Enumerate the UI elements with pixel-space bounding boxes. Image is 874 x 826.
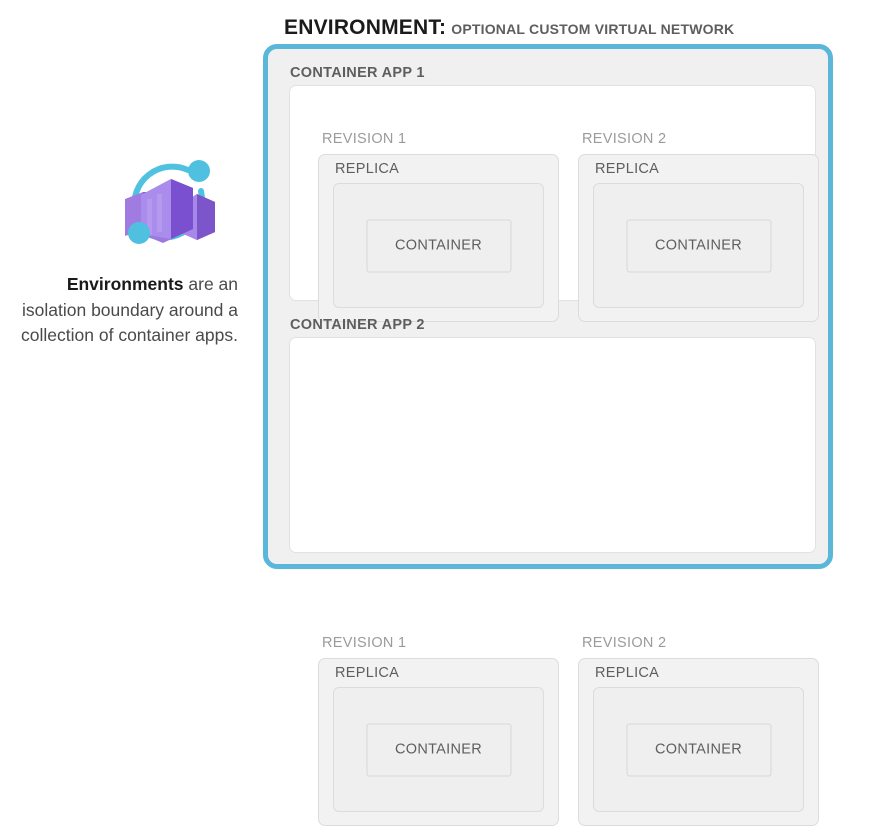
container-app-2-revision-1-label: REVISION 1	[322, 635, 407, 651]
replica-box: CONTAINER	[593, 687, 804, 812]
container-app-1: REVISION 1 REPLICA CONTAINER REVISION 2 …	[289, 85, 819, 322]
replica-label: REPLICA	[595, 161, 660, 177]
replica-box: CONTAINER	[333, 687, 544, 812]
environment-title: ENVIRONMENT:OPTIONAL CUSTOM VIRTUAL NETW…	[284, 14, 734, 42]
container-label: CONTAINER	[654, 741, 743, 758]
container-box: CONTAINER	[366, 219, 511, 272]
container-app-2: REVISION 1 REPLICA CONTAINER REVISION 2 …	[289, 337, 819, 826]
container-box: CONTAINER	[626, 219, 771, 272]
container-label: CONTAINER	[394, 741, 483, 758]
container-app-1-revision-2-label: REVISION 2	[582, 131, 667, 147]
container-app-2-revision-2: REPLICA CONTAINER	[578, 658, 819, 826]
environment-title-subtitle: OPTIONAL CUSTOM VIRTUAL NETWORK	[451, 21, 735, 37]
environment-description: Environments are an isolation boundary a…	[8, 272, 238, 349]
left-panel: Environments are an isolation boundary a…	[0, 0, 252, 593]
container-app-2-revision-1: REPLICA CONTAINER	[318, 658, 559, 826]
container-box: CONTAINER	[626, 723, 771, 776]
azure-container-apps-icon	[113, 146, 223, 254]
container-label: CONTAINER	[394, 237, 483, 254]
container-app-1-revision-1: REPLICA CONTAINER	[318, 154, 559, 322]
description-rest: are an isolation boundary around a colle…	[21, 274, 238, 345]
replica-label: REPLICA	[595, 665, 660, 681]
container-box: CONTAINER	[366, 723, 511, 776]
replica-box: CONTAINER	[333, 183, 544, 308]
container-label: CONTAINER	[654, 237, 743, 254]
replica-label: REPLICA	[335, 665, 400, 681]
container-app-2-revision-2-label: REVISION 2	[582, 635, 667, 651]
container-app-1-label: CONTAINER APP 1	[290, 65, 425, 81]
container-app-1-revision-2: REPLICA CONTAINER	[578, 154, 819, 322]
container-app-1-revision-1-label: REVISION 1	[322, 131, 407, 147]
environment-title-main: ENVIRONMENT:	[284, 16, 447, 39]
replica-box: CONTAINER	[593, 183, 804, 308]
replica-label: REPLICA	[335, 161, 400, 177]
description-lead: Environments	[66, 274, 184, 294]
environment-boundary-box: CONTAINER APP 1 REVISION 1 REPLICA CONTA…	[263, 44, 833, 826]
container-app-2-label: CONTAINER APP 2	[290, 317, 425, 333]
